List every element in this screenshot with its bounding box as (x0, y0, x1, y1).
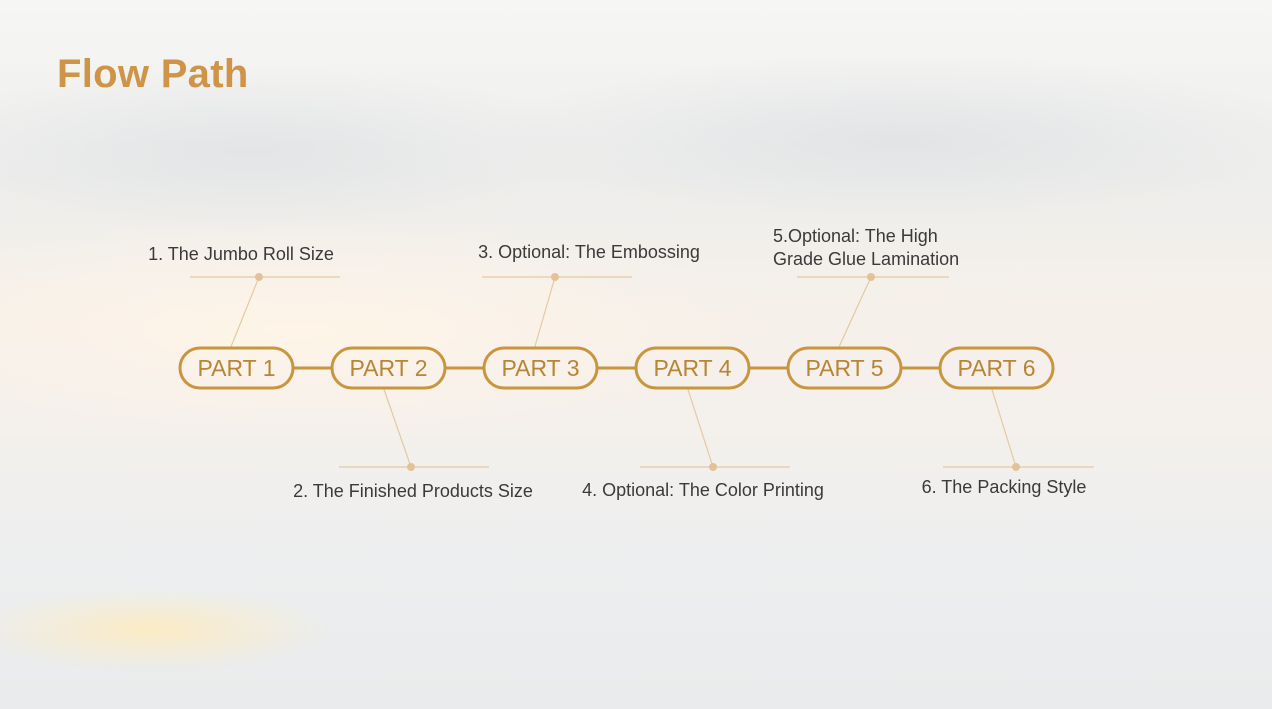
part-pill-1[interactable]: PART 1 (178, 346, 295, 390)
part-pill-3[interactable]: PART 3 (482, 346, 599, 390)
leader-line (229, 276, 260, 349)
part-pill-outline (786, 346, 903, 390)
step-label: Grade Glue Lamination (773, 249, 959, 269)
step-label: 5.Optional: The High (773, 226, 938, 246)
leader-line (837, 276, 872, 349)
step-label: 6. The Packing Style (922, 477, 1087, 497)
part-pill-outline (482, 346, 599, 390)
part-label: PART 4 (654, 355, 732, 381)
leader-line (533, 276, 556, 349)
part-group: PART 1 PART 2 PART 3 PART 4 PART 5 PART 6 (178, 346, 1055, 390)
leader-dot (867, 273, 875, 281)
leader-group (190, 273, 1094, 471)
part-pill-outline (178, 346, 295, 390)
part-pill-outline (938, 346, 1055, 390)
leader-dot (255, 273, 263, 281)
part-label: PART 6 (958, 355, 1036, 381)
leader-dot (709, 463, 717, 471)
step-label: 1. The Jumbo Roll Size (148, 244, 334, 264)
part-pill-4[interactable]: PART 4 (634, 346, 751, 390)
leader-dot (1012, 463, 1020, 471)
step-label-group: 1. The Jumbo Roll Size 2. The Finished Pr… (148, 226, 1086, 501)
part-pill-6[interactable]: PART 6 (938, 346, 1055, 390)
part-pill-outline (634, 346, 751, 390)
part-label: PART 3 (502, 355, 580, 381)
part-pill-outline (330, 346, 447, 390)
part-label: PART 2 (350, 355, 428, 381)
leader-line (686, 387, 714, 468)
part-label: PART 5 (806, 355, 884, 381)
page-title: Flow Path (57, 52, 249, 96)
step-label: 3. Optional: The Embossing (478, 242, 700, 262)
leader-dot (551, 273, 559, 281)
part-pill-5[interactable]: PART 5 (786, 346, 903, 390)
leader-line (990, 387, 1017, 468)
leader-line (382, 387, 412, 468)
part-label: PART 1 (198, 355, 276, 381)
part-pill-2[interactable]: PART 2 (330, 346, 447, 390)
step-label: 4. Optional: The Color Printing (582, 480, 824, 500)
leader-dot (407, 463, 415, 471)
step-label: 2. The Finished Products Size (293, 481, 533, 501)
